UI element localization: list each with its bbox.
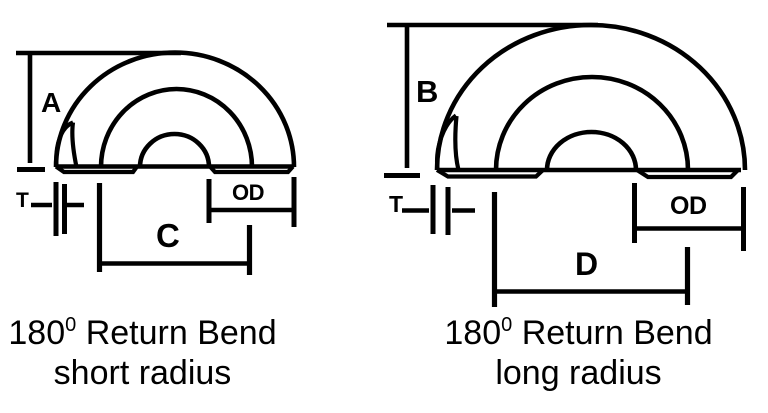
- long-bend-left-end-face: [435, 168, 545, 179]
- long-bend-bore-arc: [544, 129, 639, 171]
- long-bend-end-ellipse-inner: [453, 115, 461, 171]
- short-bend-end-ellipse-outer: [54, 120, 74, 167]
- dim-label-t-left: T: [16, 189, 29, 212]
- dim-label-od-left: OD: [232, 180, 265, 205]
- short-radius-caption: 1800 Return Bend short radius: [0, 314, 285, 392]
- short-radius-caption-line2: short radius: [53, 354, 232, 392]
- short-bend-end-ellipse-inner: [70, 122, 79, 168]
- dim-label-t-right: T: [389, 191, 404, 217]
- long-bend-right-end-face: [635, 168, 740, 180]
- degree-superscript: 0: [65, 314, 77, 336]
- long-bend-middle-arc: [493, 74, 691, 171]
- long-radius-caption-line2: long radius: [495, 354, 662, 392]
- short-bend-left-end-face: [54, 164, 139, 175]
- short-bend-outer-arc: [53, 50, 297, 168]
- short-radius-dimensions: [16, 50, 297, 275]
- short-bend-bore-arc: [137, 131, 212, 168]
- short-radius-caption-line1: 1800 Return Bend: [8, 314, 277, 352]
- short-bend-middle-arc: [98, 86, 255, 168]
- long-bend-end-ellipse-outer: [434, 113, 458, 170]
- dim-label-a: A: [41, 87, 62, 118]
- short-bend-right-end-face: [208, 165, 295, 175]
- short-radius-bend-drawing: [53, 50, 297, 175]
- long-radius-caption-line1: 1800 Return Bend: [444, 314, 713, 352]
- dim-label-c: C: [156, 217, 180, 254]
- long-bend-outer-arc: [434, 22, 748, 171]
- dim-label-od-right: OD: [670, 192, 707, 220]
- dim-label-d: D: [575, 246, 599, 282]
- long-radius-bend-drawing: [434, 22, 748, 180]
- degree-superscript: 0: [501, 314, 513, 336]
- long-radius-dimensions: [384, 22, 746, 307]
- long-radius-caption: 1800 Return Bend long radius: [436, 314, 721, 392]
- dim-label-b: B: [416, 74, 439, 109]
